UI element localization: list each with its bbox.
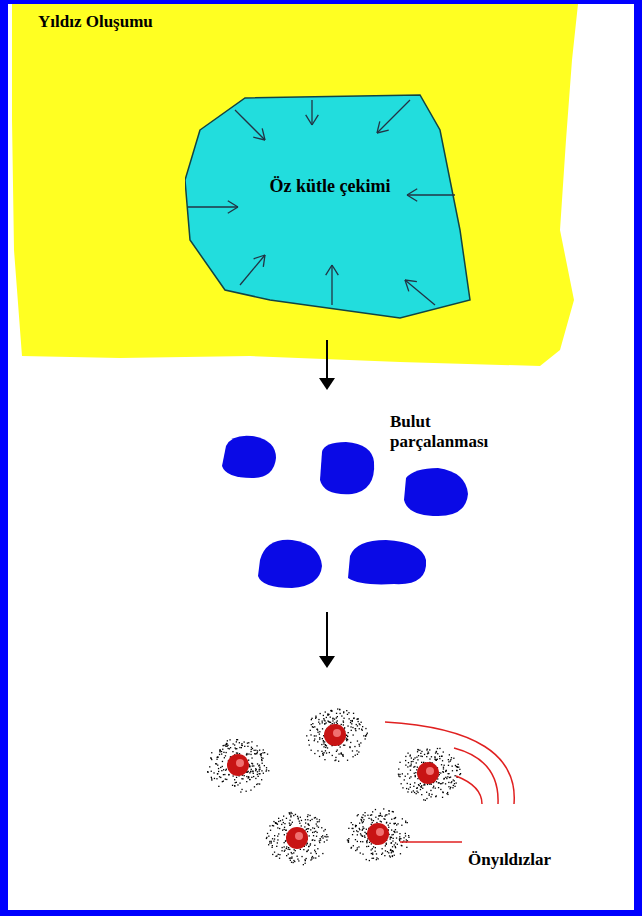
yellow-cloud xyxy=(12,4,578,366)
leader-lines xyxy=(385,722,514,842)
stage-label: Bulut parçalanması xyxy=(390,412,515,451)
cloud-fragments xyxy=(222,436,468,588)
gas-cloud: Öz kütle çekimi xyxy=(185,92,475,324)
cloud-outline xyxy=(185,92,475,324)
arrowheads xyxy=(319,378,335,668)
node-label: Öz kütle çekimi xyxy=(185,176,475,197)
page-panel xyxy=(8,4,634,910)
protostars xyxy=(207,708,461,865)
stage-label: Önyıldızlar xyxy=(468,850,551,870)
diagram-title: Yıldız Oluşumu xyxy=(38,12,153,32)
